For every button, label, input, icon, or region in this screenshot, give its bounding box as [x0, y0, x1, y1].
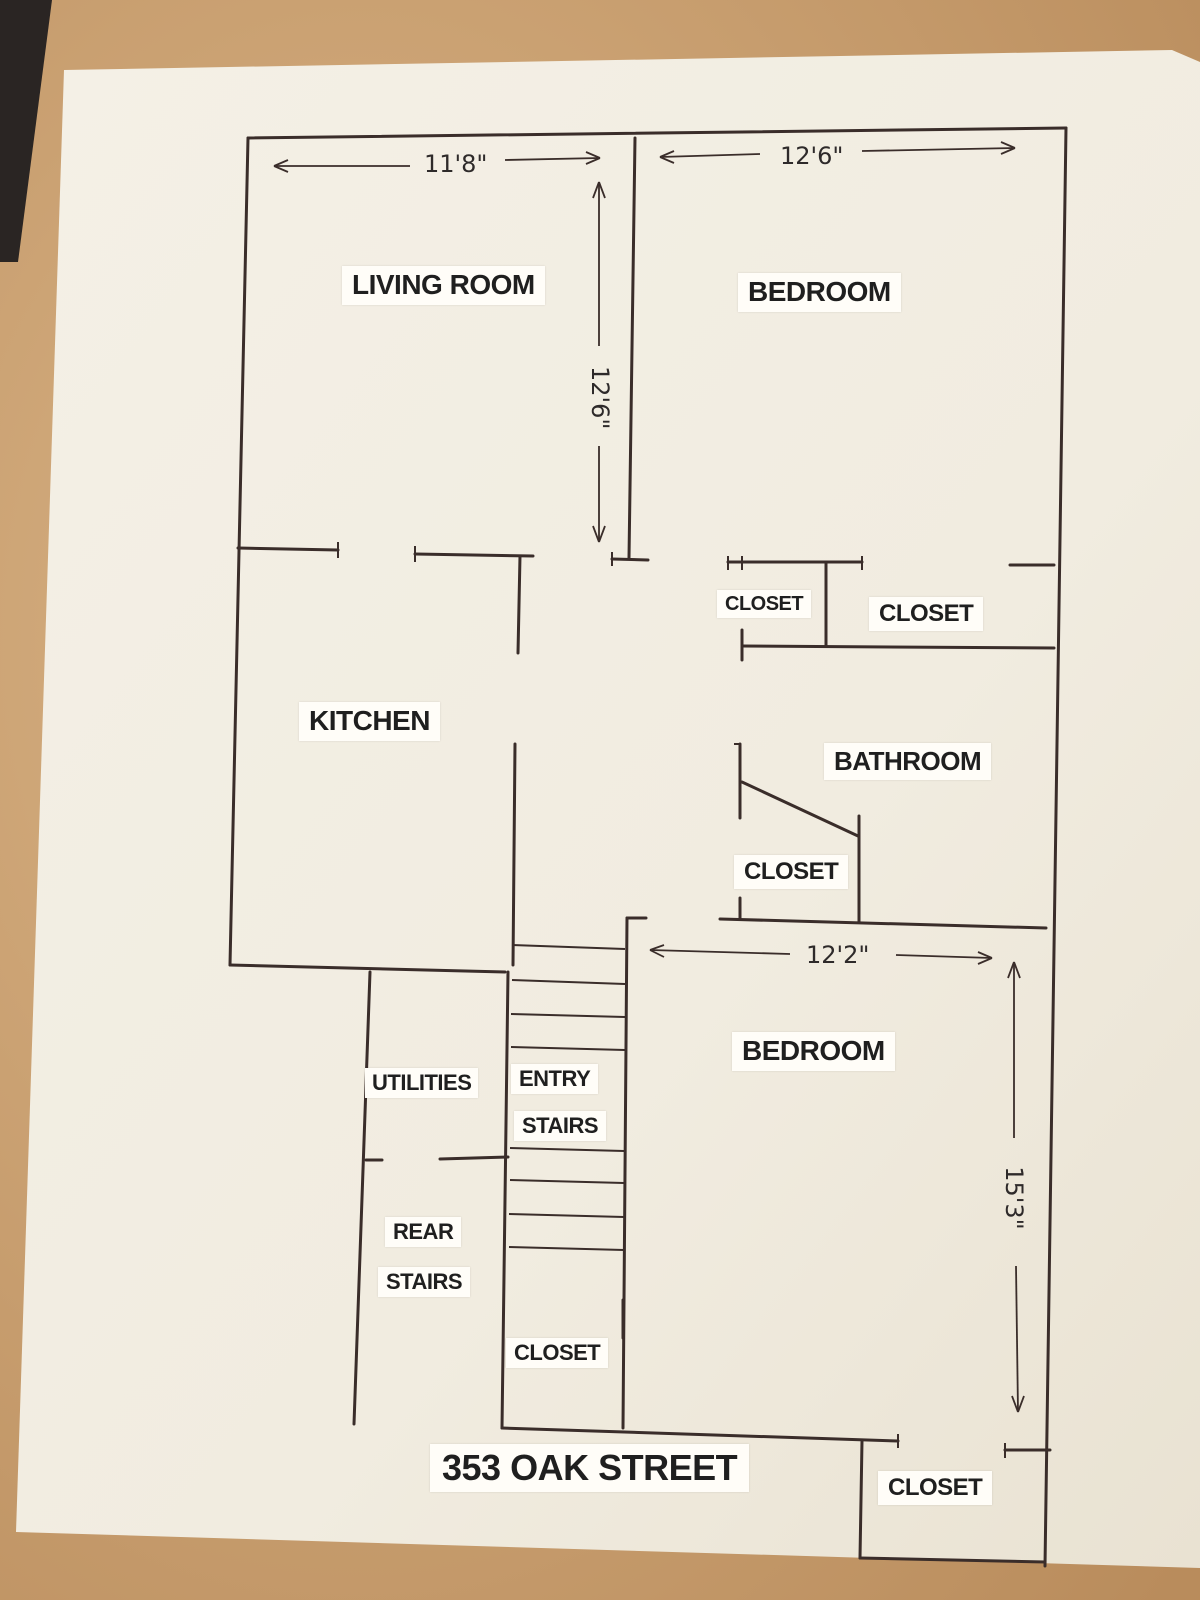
- label-closet-corner: CLOSET: [878, 1471, 993, 1506]
- dim-living-width: 11'8": [424, 150, 488, 178]
- label-bedroom-bottom: BEDROOM: [732, 1032, 895, 1071]
- stair-treads: [508, 944, 626, 1251]
- dimension-arrows: [273, 141, 1025, 1413]
- dim-bedroom-bottom-width: 12'2": [806, 941, 870, 969]
- label-closet-right: CLOSET: [869, 597, 984, 632]
- walls: [228, 126, 1068, 1568]
- dim-living-depth: 12'6": [586, 366, 614, 430]
- label-bedroom-top: BEDROOM: [738, 273, 901, 312]
- label-kitchen: KITCHEN: [299, 702, 440, 741]
- label-utilities: UTILITIES: [365, 1068, 479, 1099]
- label-bathroom: BATHROOM: [824, 743, 992, 780]
- dark-object: [0, 0, 52, 262]
- label-rear: REAR: [385, 1217, 462, 1248]
- paper-sheet: [16, 50, 1200, 1568]
- label-entry: ENTRY: [511, 1064, 599, 1095]
- label-stairs-rear: STAIRS: [378, 1267, 471, 1298]
- label-stairs-entry: STAIRS: [514, 1111, 607, 1142]
- dim-bedroom-bottom-depth: 15'3": [1000, 1166, 1028, 1230]
- address-label: 353 OAK STREET: [430, 1444, 750, 1492]
- door-ticks: [337, 542, 1006, 1458]
- label-closet-left: CLOSET: [717, 590, 812, 618]
- label-closet-stairs: CLOSET: [506, 1338, 609, 1369]
- dim-bedroom-top-width: 12'6": [780, 142, 844, 170]
- label-closet-bath: CLOSET: [734, 855, 849, 890]
- label-living-room: LIVING ROOM: [342, 266, 545, 305]
